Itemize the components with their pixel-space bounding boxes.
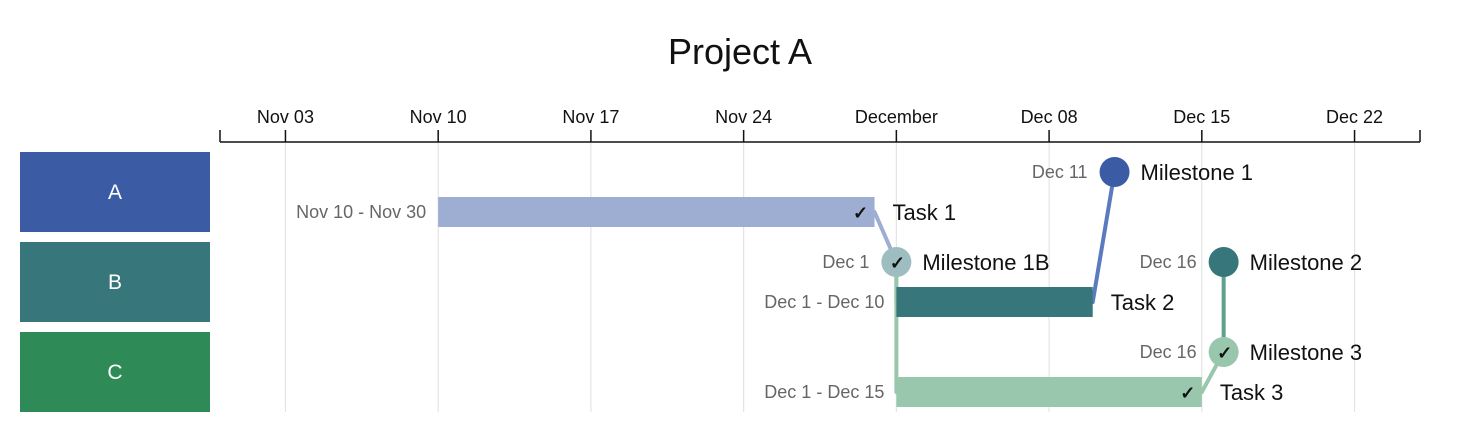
checkmark-icon: ✓ <box>890 253 905 273</box>
lane-box-a <box>20 152 210 232</box>
milestone-marker-m2 <box>1208 247 1239 277</box>
checkmark-icon: ✓ <box>853 203 868 223</box>
task-name: Task 1 <box>893 200 957 225</box>
x-tick-label: Nov 03 <box>257 107 314 127</box>
dependency-link-task2-m1 <box>1090 170 1117 304</box>
milestone-name: Milestone 1B <box>922 250 1049 275</box>
swimlanes: A B C <box>20 152 210 412</box>
lane-label: C <box>107 361 122 384</box>
milestone-marker-m1b <box>881 247 912 277</box>
checkmark-icon: ✓ <box>1217 343 1232 363</box>
task-date-range: Nov 10 - Nov 30 <box>296 202 426 222</box>
lane-label: B <box>108 271 122 294</box>
milestone-name: Milestone 3 <box>1250 340 1363 365</box>
x-tick-label: Nov 24 <box>715 107 772 127</box>
lane-box-c <box>20 332 210 412</box>
chart-title: Project A <box>668 31 812 72</box>
lane-box-b <box>20 242 210 322</box>
milestone-name: Milestone 1 <box>1141 160 1254 185</box>
task-bars: Nov 10 - Nov 30 ✓ Task 1 Dec 1 - Dec 10 Task… <box>296 197 1283 407</box>
milestone-date: Dec 11 <box>1032 162 1088 182</box>
checkmark-icon: ✓ <box>1180 383 1195 403</box>
milestones: Dec 11 Milestone 1 ✓ Dec 1 Milestone 1B Dec 1… <box>822 157 1362 367</box>
milestone-marker-m1 <box>1099 157 1130 187</box>
x-tick-label: Dec 15 <box>1173 107 1230 127</box>
x-tick-label: Nov 10 <box>410 107 467 127</box>
task-date-range: Dec 1 - Dec 10 <box>764 292 884 312</box>
task-date-range: Dec 1 - Dec 15 <box>764 382 884 402</box>
milestone-name: Milestone 2 <box>1250 250 1363 275</box>
milestone-marker-m3 <box>1208 337 1239 367</box>
x-tick-label: Dec 22 <box>1326 107 1383 127</box>
task-name: Task 3 <box>1220 380 1284 405</box>
task-bar-task1 <box>438 197 875 227</box>
x-tick-label: Dec 08 <box>1021 107 1078 127</box>
milestone-date: Dec 1 <box>822 252 869 272</box>
x-axis: Nov 03 Nov 10 Nov 17 Nov 24 December Dec 08 De… <box>219 107 1421 143</box>
milestone-date: Dec 16 <box>1140 342 1197 362</box>
milestone-date: Dec 16 <box>1140 252 1197 272</box>
task-bar-task2 <box>896 287 1093 317</box>
lane-label: A <box>108 181 122 204</box>
x-tick-label: December <box>855 107 938 127</box>
x-tick-label: Nov 17 <box>562 107 619 127</box>
task-bar-task3 <box>896 377 1202 407</box>
task-name: Task 2 <box>1111 290 1175 315</box>
